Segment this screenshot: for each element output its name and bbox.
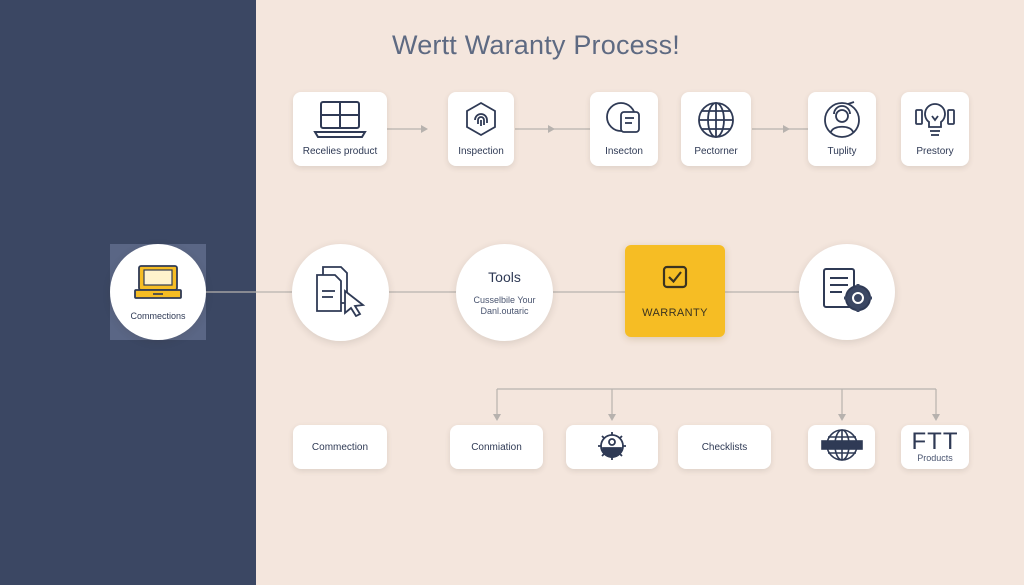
warranty-label: WARRANTY bbox=[642, 306, 708, 319]
report-gear-icon bbox=[820, 265, 874, 320]
step-card-receives-product[interactable]: Recelies product bbox=[293, 92, 387, 166]
arrowhead bbox=[783, 125, 790, 133]
globe-badge-icon bbox=[819, 427, 865, 468]
tools-node[interactable]: Tools Cusselbile Your Danl.outaric bbox=[456, 244, 553, 341]
arrowhead bbox=[493, 414, 501, 421]
step-card-pectorner[interactable]: Pectorner bbox=[681, 92, 751, 166]
bottom-card-ftt-products[interactable]: FTT Products bbox=[901, 425, 969, 469]
checkbox-icon bbox=[661, 264, 689, 295]
document-chat-icon bbox=[604, 100, 644, 143]
ftt-subtitle: Products bbox=[917, 453, 953, 463]
bottom-card-gear[interactable] bbox=[566, 425, 658, 469]
step-label: Pectorner bbox=[694, 146, 738, 157]
laptop-icon bbox=[311, 100, 369, 145]
arrowhead bbox=[932, 414, 940, 421]
step-label: Inspection bbox=[458, 146, 504, 157]
globe-icon bbox=[696, 100, 736, 145]
step-card-insecton[interactable]: Insecton bbox=[590, 92, 658, 166]
arrowhead bbox=[421, 125, 428, 133]
arrowhead bbox=[608, 414, 616, 421]
bottom-label: Commection bbox=[311, 441, 369, 453]
connections-node[interactable]: Commections bbox=[110, 244, 206, 340]
diagram-title: Wertt Waranty Process! bbox=[392, 30, 680, 60]
bottom-card-conmiation[interactable]: Conmiation bbox=[450, 425, 543, 469]
step-label: Prestory bbox=[916, 146, 954, 157]
yellow-device-icon bbox=[133, 264, 183, 307]
bottom-label: Conmiation bbox=[471, 441, 522, 453]
bottom-card-checklists[interactable]: Checklists bbox=[678, 425, 771, 469]
report-node[interactable] bbox=[799, 244, 895, 340]
bottom-card-commection[interactable]: Commection bbox=[293, 425, 387, 469]
ftt-title: FTT bbox=[911, 428, 959, 455]
gear-gauge-icon bbox=[592, 429, 632, 466]
bottom-card-globe[interactable] bbox=[808, 425, 875, 469]
fingerprint-shield-icon bbox=[462, 100, 500, 143]
step-card-inspection[interactable]: Inspection bbox=[448, 92, 514, 166]
lightbulb-icon bbox=[914, 100, 956, 145]
tools-subtitle-line-2: Danl.outaric bbox=[480, 305, 529, 316]
step-card-prestory[interactable]: Prestory bbox=[901, 92, 969, 166]
documents-cursor-icon bbox=[313, 263, 369, 322]
bottom-label: Checklists bbox=[701, 441, 748, 453]
step-label: Insecton bbox=[605, 146, 643, 157]
step-card-tuplity[interactable]: Tuplity bbox=[808, 92, 876, 166]
tools-subtitle-line-1: Cusselbile Your bbox=[473, 294, 536, 305]
step-label: Tuplity bbox=[827, 146, 857, 157]
arrowhead bbox=[548, 125, 555, 133]
step-label: Recelies product bbox=[302, 146, 378, 157]
arrowhead bbox=[838, 414, 846, 421]
person-headset-icon bbox=[822, 100, 862, 145]
tools-title: Tools bbox=[488, 268, 521, 285]
connections-label: Commections bbox=[130, 310, 186, 321]
tools-subtitle: Cusselbile Your Danl.outaric bbox=[473, 295, 535, 317]
warranty-node[interactable]: WARRANTY bbox=[625, 245, 725, 337]
documents-node[interactable] bbox=[292, 244, 389, 341]
